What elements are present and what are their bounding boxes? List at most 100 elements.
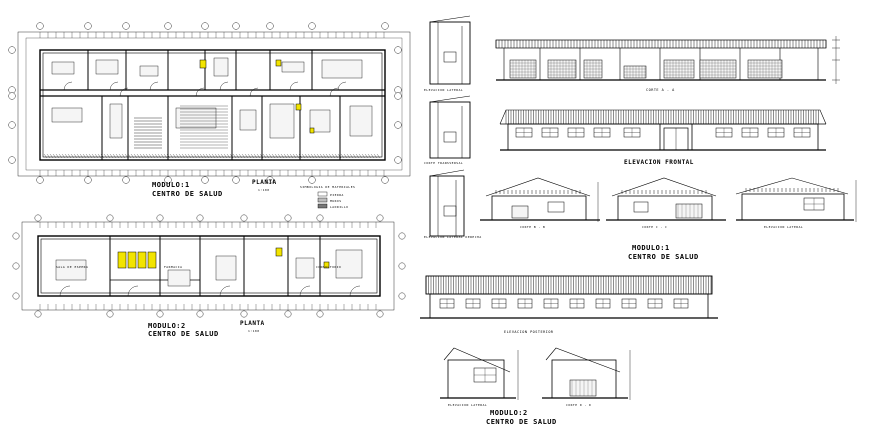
plan2-toilet-stall [117,251,127,269]
grid-bubble [394,92,402,100]
narrow-elevation-outline [429,175,465,237]
plan1-sidewalk-hatch [223,153,228,159]
plan1-sidewalk-hatch [52,153,57,159]
narrow-elevation-window [443,205,457,217]
plan2-furniture [167,269,191,287]
plan1-sidewalk-hatch [88,153,93,159]
plan1-sidewalk-hatch [283,153,288,159]
plan2-furniture [215,255,237,281]
plan1-sidewalk-hatch [307,153,312,159]
plan1-sidewalk-hatch [301,153,306,159]
grid-bubble [316,310,324,318]
grid-bubble [122,176,130,184]
rear-elevation-label: ELEVACION POSTERIOR [504,330,554,334]
plan1-sidewalk-hatch [73,153,78,159]
plan1-legend-item-3: LADRILLO [330,205,349,209]
grid-bubble [164,176,172,184]
grid-bubble [381,22,389,30]
door-swing [299,285,311,297]
plan1-sidewalk-hatch [232,153,237,159]
narrow-label-2: CORTE TRANSVERSAL [424,161,464,165]
door-swing [195,87,205,97]
grid-bubble [316,214,324,222]
plan1-sidewalk-hatch [109,153,114,159]
narrow-elevation-outline [429,21,471,85]
plan1-sidewalk-hatch [268,153,273,159]
narrow-elevation-window [443,131,457,143]
grid-bubble [308,176,316,184]
plan1-sidewalk-hatch [310,153,315,159]
elev-module2-title: MODULO:2 [490,409,528,417]
elev-module2-subtitle: CENTRO DE SALUD [486,418,557,426]
plan1-sidewalk-hatch [163,153,168,159]
plan2-room-label-3: CONSULTORIO [316,265,342,269]
mod2-section-fixture [569,379,597,397]
grid-bubble [12,262,20,270]
plan2-sheet-label: PLANTA [240,320,265,327]
plan2-toilet-stall [137,251,147,269]
plan2-furniture [295,257,315,279]
section-bb-window [547,201,565,213]
plan2-furniture [335,249,363,279]
narrow-label-3: ELEVACION LATERAL DERECHA [424,235,482,239]
grid-bubble [284,214,292,222]
grid-bubble [164,22,172,30]
grid-bubble [8,46,16,54]
plan1-furniture [239,109,257,131]
grid-bubble [381,176,389,184]
section-bb-furniture [511,205,529,219]
section-a-a-drawing [495,36,840,84]
section-bb-wall [491,195,587,221]
mod2-section-roof [545,347,621,373]
plan1-sidewalk-hatch [145,153,150,159]
plan1-sidewalk-hatch [106,153,111,159]
legend-swatch [317,203,328,209]
plan2-inner-wall [40,238,378,294]
grid-bubble [196,310,204,318]
rear-wall [429,293,709,319]
plan1-sidewalk-hatch [376,153,381,159]
grid-bubble [398,262,406,270]
plan1-sidewalk-hatch [316,153,321,159]
plan1-sidewalk-hatch [262,153,267,159]
narrow-side-elevations [429,15,471,237]
plan1-sidewalk-hatch [373,153,378,159]
door-swing [329,87,339,97]
plan1-sidewalk-hatch [46,153,51,159]
plan2-room-label-2: FARMACIA [164,265,183,269]
grid-bubble [12,292,20,300]
plan1-sidewalk-hatch [133,153,138,159]
plan2-furniture [55,259,87,281]
front-roof-outline [499,109,827,125]
plan2-outer-wall [37,235,381,297]
plan1-sidewalk-hatch [199,153,204,159]
grid-bubble [8,92,16,100]
grid-bubble [201,176,209,184]
grid-bubble [308,22,316,30]
floor-plan-module-2 [12,214,406,318]
plan1-subtitle: CENTRO DE SALUD [152,190,223,198]
legend-swatch [317,191,328,197]
plan1-sidewalk-hatch [202,153,207,159]
grid-bubble [36,176,44,184]
plan1-sidewalk-hatch [85,153,90,159]
plan1-sidewalk-hatch [55,153,60,159]
plan1-sidewalk-hatch [337,153,342,159]
plan1-sidewalk-hatch [58,153,63,159]
side-elevation-roof [735,177,849,195]
plan1-sidewalk-hatch [328,153,333,159]
door-swing [149,81,159,91]
plan1-sidewalk-hatch [79,153,84,159]
plan1-sidewalk-hatch [187,153,192,159]
plan1-sidewalk-hatch [346,153,351,159]
plan2-scale: 1:100 [248,329,260,333]
section-cc-roof [611,177,717,197]
grid-bubble [284,310,292,318]
plan1-sidewalk-hatch [91,153,96,159]
plan1-sidewalk-hatch [139,153,144,159]
door-swing [337,81,347,91]
grid-bubble [232,22,240,30]
plan1-legend-item-1: PIEDRA [330,193,344,197]
plan1-furniture [51,61,75,75]
grid-bubble [232,176,240,184]
